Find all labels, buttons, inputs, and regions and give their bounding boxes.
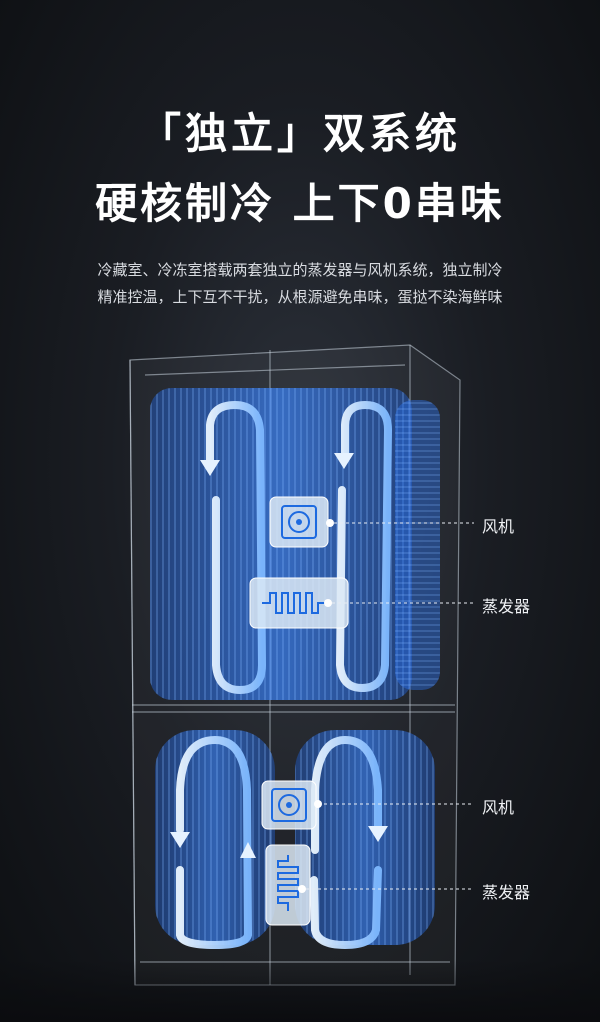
- floor-shadow: [0, 960, 600, 1022]
- lower-fan-unit: [261, 780, 317, 830]
- page-title-line1: 「独立」双系统: [138, 109, 461, 158]
- lower-right-arrow-icon: [368, 826, 388, 842]
- upper-fan-unit: [269, 496, 329, 548]
- leader-lines: [300, 522, 474, 890]
- description-line2: 精准控温，上下互不干扰，从根源避免串味，蛋挞不染海鲜味: [97, 288, 503, 306]
- leader-dots: [298, 519, 334, 893]
- lower-evaporator-label: 蒸发器: [482, 883, 531, 902]
- upper-fan-label: 风机: [482, 517, 515, 536]
- upper-right-arrow-icon: [334, 453, 354, 469]
- lower-left-arrow-icon: [170, 832, 190, 848]
- lower-fan-label: 风机: [482, 798, 515, 817]
- lower-up-arrow-icon: [240, 842, 256, 858]
- page-title-line2: 硬核制冷 上下0串味: [95, 179, 505, 228]
- upper-left-arrow-icon: [200, 460, 220, 476]
- lower-evaporator-unit: [265, 844, 311, 926]
- description-line1: 冷藏室、冷冻室搭载两套独立的蒸发器与风机系统，独立制冷: [97, 261, 503, 279]
- upper-airflow-loops: [206, 400, 393, 695]
- upper-evaporator-label: 蒸发器: [482, 597, 531, 616]
- upper-evaporator-unit: [249, 577, 349, 629]
- lower-airflow-loops: [176, 735, 382, 950]
